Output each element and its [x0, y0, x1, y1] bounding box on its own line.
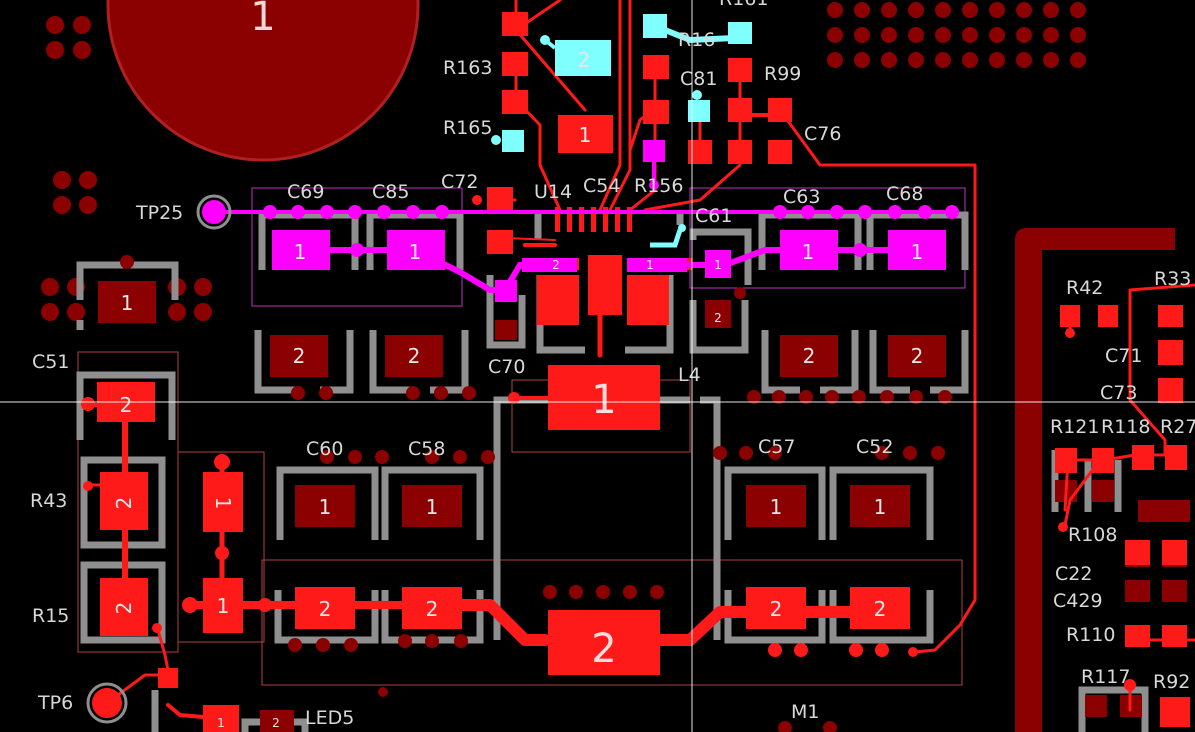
label-r110: R110: [1066, 624, 1115, 646]
label-r117: R117: [1081, 666, 1130, 688]
label-r156: R156: [634, 175, 683, 197]
svg-text:1: 1: [770, 495, 783, 519]
label-c71: C71: [1105, 345, 1142, 367]
svg-text:2: 2: [552, 258, 560, 272]
label-r43: R43: [30, 490, 67, 512]
svg-text:1: 1: [319, 495, 332, 519]
svg-text:1: 1: [294, 240, 307, 264]
label-m1: M1: [791, 701, 819, 723]
svg-text:2: 2: [120, 393, 133, 417]
label-r121: R121: [1050, 416, 1099, 438]
svg-text:1: 1: [646, 258, 654, 272]
label-r161: R161: [719, 0, 768, 10]
label-r163: R163: [443, 57, 492, 79]
label-r16x: R16: [678, 29, 715, 51]
svg-text:1: 1: [579, 123, 592, 147]
label-tp6: TP6: [37, 692, 73, 714]
label-u14: U14: [534, 181, 572, 203]
label-r33: R33: [1154, 268, 1191, 290]
label-r27: R27: [1160, 416, 1195, 438]
svg-text:1: 1: [426, 495, 439, 519]
label-r108: R108: [1068, 524, 1117, 546]
label-r92: R92: [1153, 671, 1190, 693]
label-c58: C58: [408, 438, 445, 460]
label-c51: C51: [32, 351, 69, 373]
label-l4: L4: [678, 364, 701, 386]
mounting-pad-pin: 1: [250, 0, 275, 40]
reference-designators: R163 R165 R161 R16 C81 R99 C76 TP25 C69 …: [30, 0, 1195, 729]
label-c60: C60: [306, 438, 343, 460]
board-edge-copper: [1015, 228, 1175, 732]
svg-text:1: 1: [217, 594, 230, 618]
svg-text:1: 1: [409, 240, 422, 264]
svg-text:2: 2: [293, 344, 306, 368]
svg-text:1: 1: [802, 240, 815, 264]
svg-text:2: 2: [803, 344, 816, 368]
label-c85: C85: [372, 181, 409, 203]
label-c63: C63: [783, 186, 820, 208]
svg-text:1: 1: [714, 258, 722, 272]
label-c81: C81: [680, 68, 717, 90]
svg-text:1: 1: [591, 377, 616, 423]
label-r118: R118: [1101, 416, 1150, 438]
svg-text:2: 2: [770, 597, 783, 621]
label-c72: C72: [441, 171, 478, 193]
svg-text:2: 2: [578, 48, 591, 72]
svg-text:2: 2: [426, 597, 439, 621]
svg-text:2: 2: [272, 716, 280, 730]
label-c22: C22: [1055, 563, 1092, 585]
selected-net[interactable]: [491, 14, 752, 248]
label-c52: C52: [856, 436, 893, 458]
via-grid-top-right: [827, 2, 1086, 68]
label-r165: R165: [443, 117, 492, 139]
label-c76: C76: [804, 123, 841, 145]
label-led5: LED5: [305, 707, 354, 729]
svg-text:2: 2: [112, 497, 136, 510]
label-c73: C73: [1100, 382, 1137, 404]
svg-text:2: 2: [112, 602, 136, 615]
label-c69: C69: [287, 181, 324, 203]
red-pads[interactable]: [97, 12, 1190, 732]
dark-vias: [120, 255, 952, 732]
mounting-pad[interactable]: 1: [106, 0, 420, 162]
svg-text:2: 2: [874, 597, 887, 621]
svg-text:1: 1: [217, 716, 225, 730]
label-tp25: TP25: [135, 202, 183, 224]
label-c57: C57: [758, 436, 795, 458]
svg-text:2: 2: [911, 344, 924, 368]
label-c61: C61: [695, 205, 732, 227]
label-c54: C54: [583, 175, 620, 197]
label-c68: C68: [886, 183, 923, 205]
pad-numbers: 1 1 1 1 1 2 2 2 2 2 2 2 1 1 1 1 1 1 2 2 …: [112, 48, 923, 730]
svg-text:1: 1: [121, 291, 134, 315]
svg-text:1: 1: [874, 495, 887, 519]
svg-text:2: 2: [714, 311, 722, 325]
label-c429: C429: [1053, 590, 1103, 612]
label-r42: R42: [1066, 277, 1103, 299]
highlight-net[interactable]: [214, 140, 959, 302]
test-point-tp6[interactable]: [86, 682, 128, 724]
svg-text:2: 2: [319, 597, 332, 621]
label-r99: R99: [764, 63, 801, 85]
label-c70: C70: [488, 356, 525, 378]
svg-text:2: 2: [408, 344, 421, 368]
svg-text:1: 1: [911, 240, 924, 264]
svg-text:1: 1: [211, 497, 235, 510]
red-vias: [81, 195, 1136, 691]
svg-text:2: 2: [591, 626, 616, 672]
label-r15: R15: [32, 605, 69, 627]
test-point-tp25[interactable]: [196, 194, 232, 230]
